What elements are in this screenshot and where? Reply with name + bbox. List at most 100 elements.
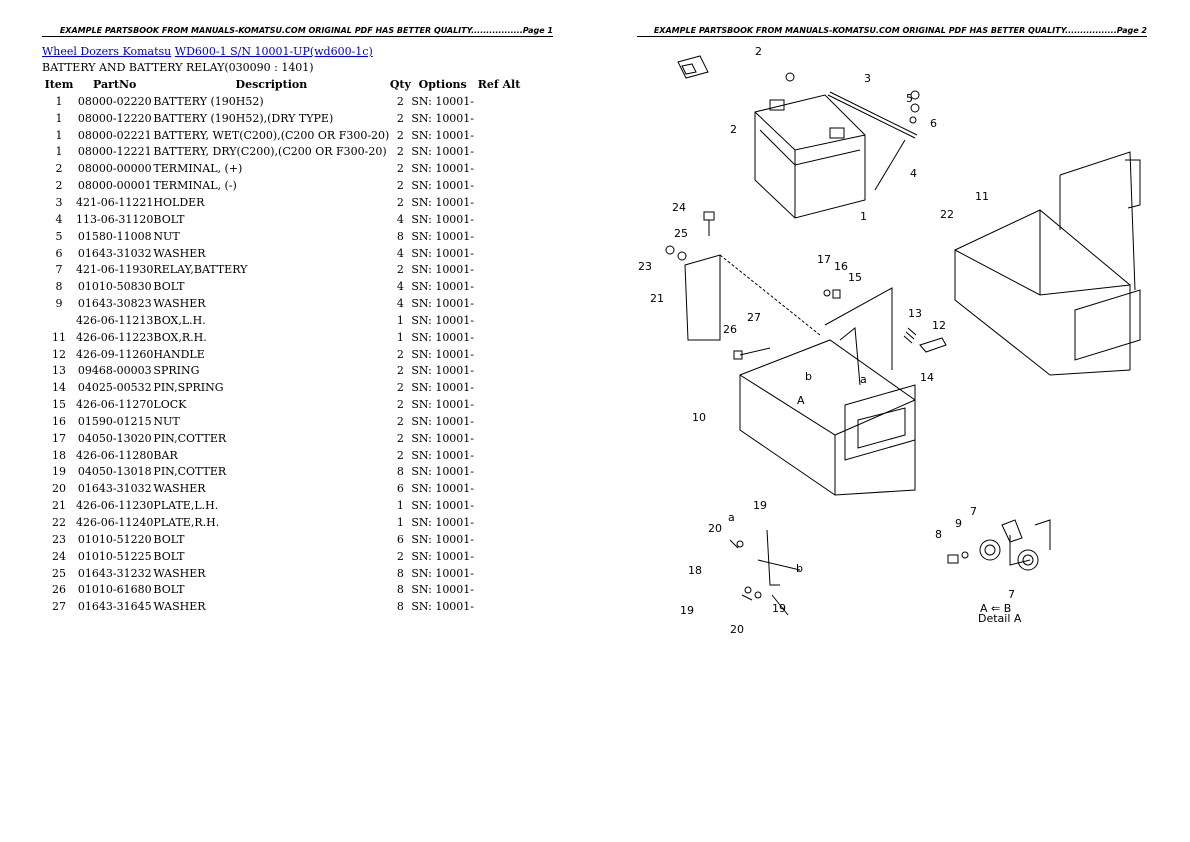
cell-ref-alt [474,379,524,396]
diagram-callout: 14 [920,371,934,384]
column-header-item: Item [44,78,74,91]
cell-quantity: 2 [396,94,404,108]
cell-part-number: 01643-31645 [77,600,152,614]
detail-label-name: Detail A [978,612,1022,625]
cell-part-number: 01590-01215 [77,414,152,428]
cell-ref-alt [474,245,524,262]
cell-item-number: 18 [52,448,66,462]
cell-item-number: 1 [55,128,63,142]
diagram-callout: a [860,373,867,386]
diagram-callout: 2 [730,123,737,136]
battery-drawing [754,94,866,219]
diagram-callout: 26 [723,323,737,336]
diagram-callout: 4 [910,167,917,180]
cell-item-number: 23 [52,532,66,546]
cell-description: BOX,R.H. [153,330,207,344]
cell-part-number: 421-06-11221 [76,195,154,209]
cell-item-number: 16 [52,414,66,428]
cell-part-number: 426-06-11213 [76,313,154,327]
cell-part-number: 01580-11008 [77,229,152,243]
cell-item-number: 2 [55,179,63,193]
cell-part-number: 01643-31032 [77,482,152,496]
cell-part-number: 426-06-11240 [76,516,154,530]
cell-options: SN: 10001- [411,465,475,479]
diagram-callout: 13 [908,307,922,320]
breadcrumb-link-model-family[interactable]: Wheel Dozers Komatsu [42,45,172,58]
cell-quantity: 8 [396,583,404,597]
diagram-callout: 3 [864,72,871,85]
cell-quantity: 2 [396,414,404,428]
cell-quantity: 4 [396,280,404,294]
cell-description: SPRING [153,364,200,378]
cell-quantity: 2 [396,263,404,277]
cell-options: SN: 10001- [411,246,475,260]
cell-item-number: 9 [55,297,63,311]
cell-description: PLATE,L.H. [153,499,219,513]
diagram-callout: 7 [970,505,977,518]
cell-description: HANDLE [153,347,205,361]
cell-part-number: 08000-02221 [77,128,152,142]
cell-options: SN: 10001- [411,128,475,142]
cell-ref-alt [474,194,524,211]
diagram-callout: 20 [730,623,744,636]
cell-quantity: 1 [396,313,404,327]
diagram-callout: 6 [930,117,937,130]
cell-part-number: 08000-02220 [77,94,152,108]
cell-ref-alt [474,144,524,161]
diagram-callout: 9 [955,517,962,530]
diagram-callout: 21 [650,292,664,305]
cell-description: TERMINAL, (+) [153,162,243,176]
cell-quantity: 2 [396,179,404,193]
cell-options: SN: 10001- [411,600,475,614]
breadcrumb-link-model[interactable]: WD600-1 S/N 10001-UP(wd600-1c) [174,45,373,58]
cell-part-number: 08000-00000 [77,162,152,176]
breadcrumb: Wheel Dozers Komatsu WD600-1 S/N 10001-U… [42,45,373,58]
cell-description: WASHER [153,566,206,580]
cell-item-number: 14 [52,381,66,395]
cell-part-number: 113-06-31120 [76,212,154,226]
diagram-callout: 20 [708,522,722,535]
diagram-callout: 17 [817,253,831,266]
cell-description: NUT [153,414,180,428]
cell-options: SN: 10001- [411,398,475,412]
bar-assembly-drawing [729,529,801,616]
cell-options: SN: 10001- [411,532,475,546]
cell-item-number: 6 [55,246,63,260]
cell-ref-alt [474,464,524,481]
cell-ref-alt [474,480,524,497]
diagram-callout: b [805,370,812,383]
cell-options: SN: 10001- [411,566,475,580]
diagram-callout: 24 [672,201,686,214]
cell-options: SN: 10001- [411,212,475,226]
diagram-callout: 16 [834,260,848,273]
cell-ref-alt [474,497,524,514]
diagram-callout: 10 [692,411,706,424]
cell-options: SN: 10001- [411,549,475,563]
cell-quantity: 2 [396,195,404,209]
cell-item-number: 15 [52,398,66,412]
cell-options: SN: 10001- [411,111,475,125]
cell-item-number: 2 [55,162,63,176]
bolt-rod-drawing [874,139,906,191]
cell-description: LOCK [153,398,187,412]
column-header-partno: PartNo [93,78,137,91]
column-header-options: Options [418,78,467,91]
cell-ref-alt [474,312,524,329]
cell-ref-alt [474,127,524,144]
diagram-callout: 2 [755,45,762,58]
cell-item-number: 20 [52,482,66,496]
diagram-callout: 19 [753,499,767,512]
diagram-callout: 19 [680,604,694,617]
